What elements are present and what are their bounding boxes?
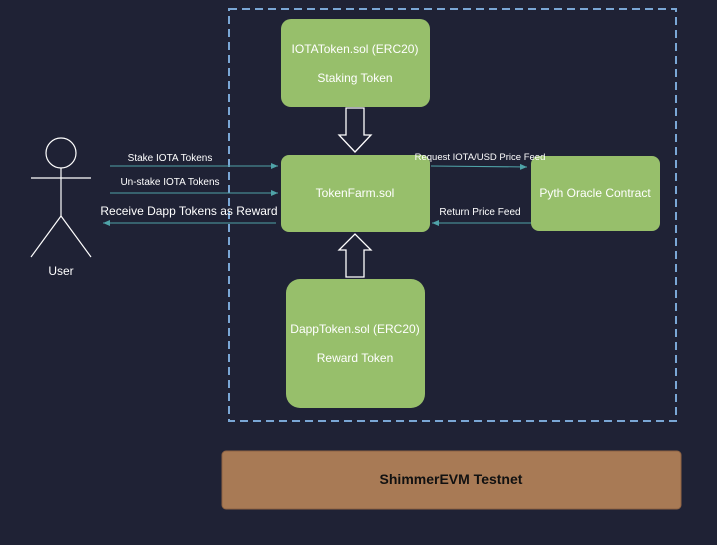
request-price-edge	[430, 163, 528, 170]
user-actor	[30, 137, 92, 258]
request-price-edge-label: Request IOTA/USD Price Feed	[415, 152, 546, 163]
iota-token-title: IOTAToken.sol (ERC20)	[292, 42, 419, 56]
pyth-oracle-node[interactable]	[531, 156, 660, 231]
return-price-edge-label: Return Price Feed	[439, 207, 520, 218]
receive-reward-edge-label: Receive Dapp Tokens as Reward	[100, 204, 277, 218]
user-head	[45, 137, 77, 169]
dapp-token-title: DappToken.sol (ERC20)	[290, 322, 419, 336]
reward-flow-block-arrow	[337, 233, 373, 278]
network-label: ShimmerEVM Testnet	[380, 471, 523, 487]
iota-token-node[interactable]	[281, 19, 430, 107]
unstake-edge-label: Un-stake IOTA Tokens	[120, 177, 219, 188]
system-boundary	[228, 8, 677, 422]
iota-token-subtitle: Staking Token	[317, 71, 392, 85]
dapp-token-subtitle: Reward Token	[317, 351, 394, 365]
user-label: User	[48, 264, 73, 278]
user-right-leg	[60, 215, 92, 258]
token-farm-node[interactable]	[281, 155, 430, 232]
dapp-token-node[interactable]	[286, 279, 425, 408]
pyth-oracle-label: Pyth Oracle Contract	[539, 186, 651, 200]
network-bar	[221, 450, 682, 510]
stake-flow-block-arrow	[337, 107, 373, 153]
token-farm-label: TokenFarm.sol	[316, 186, 395, 200]
stake-edge-label: Stake IOTA Tokens	[128, 153, 213, 164]
user-left-leg	[30, 215, 62, 258]
